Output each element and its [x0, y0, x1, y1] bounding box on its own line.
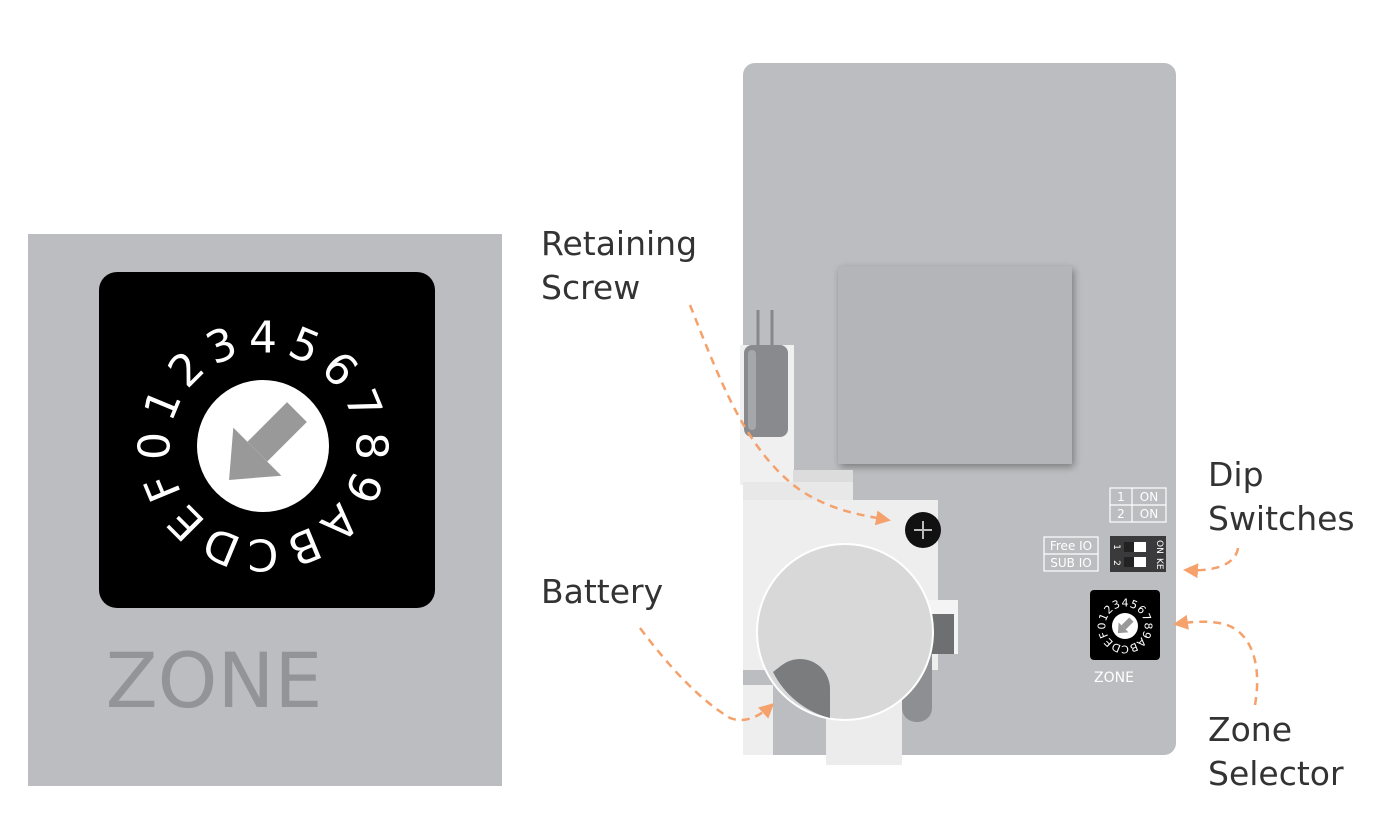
zone-panel-title: ZONE [106, 636, 323, 725]
zone-selector-label-line1: Zone [1208, 710, 1293, 749]
retaining-screw-arrow [688, 304, 891, 526]
dip-table-row1-num: 1 [1117, 490, 1125, 504]
small-zone-label: ZONE [1094, 670, 1134, 686]
small-zone-arrow-icon [1117, 617, 1134, 634]
dip-table-row2-state: ON [1140, 507, 1158, 521]
dial-char-4: 4 [1122, 597, 1129, 610]
retaining-screw-label-line2: Screw [541, 268, 641, 307]
dip-switch-on-text: ON [1154, 540, 1164, 554]
dip-switches-label-line2: Switches [1208, 499, 1355, 538]
dial-char-c: C [1121, 643, 1129, 656]
dip-switch-num-1: 1 [1111, 544, 1121, 550]
dip-side-labels: Free IO SUB IO [1043, 536, 1099, 572]
dial-char-7: 7 [1139, 611, 1154, 622]
battery-holder [743, 470, 958, 765]
dial-char-b: B [1128, 640, 1140, 655]
dip-table-row2-num: 2 [1117, 507, 1125, 521]
dip-switch-ke-text: KE [1154, 558, 1164, 570]
dial-char-9: 9 [1139, 629, 1154, 640]
battery-arrow [639, 627, 775, 722]
dial-char-0: 0 [1096, 623, 1109, 630]
battery-label: Battery [541, 570, 663, 614]
dial-char-4: 4 [249, 313, 277, 364]
zone-selector-label: Zone Selector [1208, 708, 1344, 796]
dial-char-3: 3 [1110, 597, 1121, 612]
dial-char-c: C [248, 529, 279, 580]
chip-module [838, 266, 1072, 464]
retaining-screw-icon [905, 512, 941, 548]
dip-table-row1-state: ON [1140, 490, 1158, 504]
retaining-screw-label: Retaining Screw [541, 222, 697, 310]
callout-arrows [639, 304, 1259, 722]
dip-switch-num-2: 2 [1111, 560, 1121, 566]
dial-char-8: 8 [1142, 623, 1155, 630]
dip-switches-label: Dip Switches [1208, 453, 1355, 541]
dial-char-f: F [1097, 629, 1111, 640]
dial-char-8: 8 [346, 432, 397, 460]
battery [756, 543, 934, 721]
zone-selector-label-line2: Selector [1208, 754, 1344, 793]
dip-label-sub-io: SUB IO [1050, 556, 1091, 570]
dip-label-free-io: Free IO [1050, 539, 1092, 553]
zone-selector-arrow [1173, 614, 1259, 706]
dip-switches-label-line1: Dip [1208, 455, 1264, 494]
dip-switch-table: 1 ON 2 ON [1109, 487, 1167, 523]
dial-char-5: 5 [1128, 597, 1139, 612]
controller-board: 1 ON 2 ON Free IO SUB IO 1 2 ON KE 0 [740, 63, 1176, 765]
zone-dial-arrow-icon [229, 402, 307, 480]
retaining-screw-label-line1: Retaining [541, 224, 698, 263]
dip-switch[interactable]: 1 2 ON KE [1110, 536, 1166, 572]
capacitor [740, 310, 794, 485]
dip-switches-arrow [1183, 547, 1240, 579]
battery-label-line1: Battery [541, 572, 664, 611]
dial-char-0: 0 [130, 432, 181, 460]
dial-char-1: 1 [1096, 611, 1111, 622]
